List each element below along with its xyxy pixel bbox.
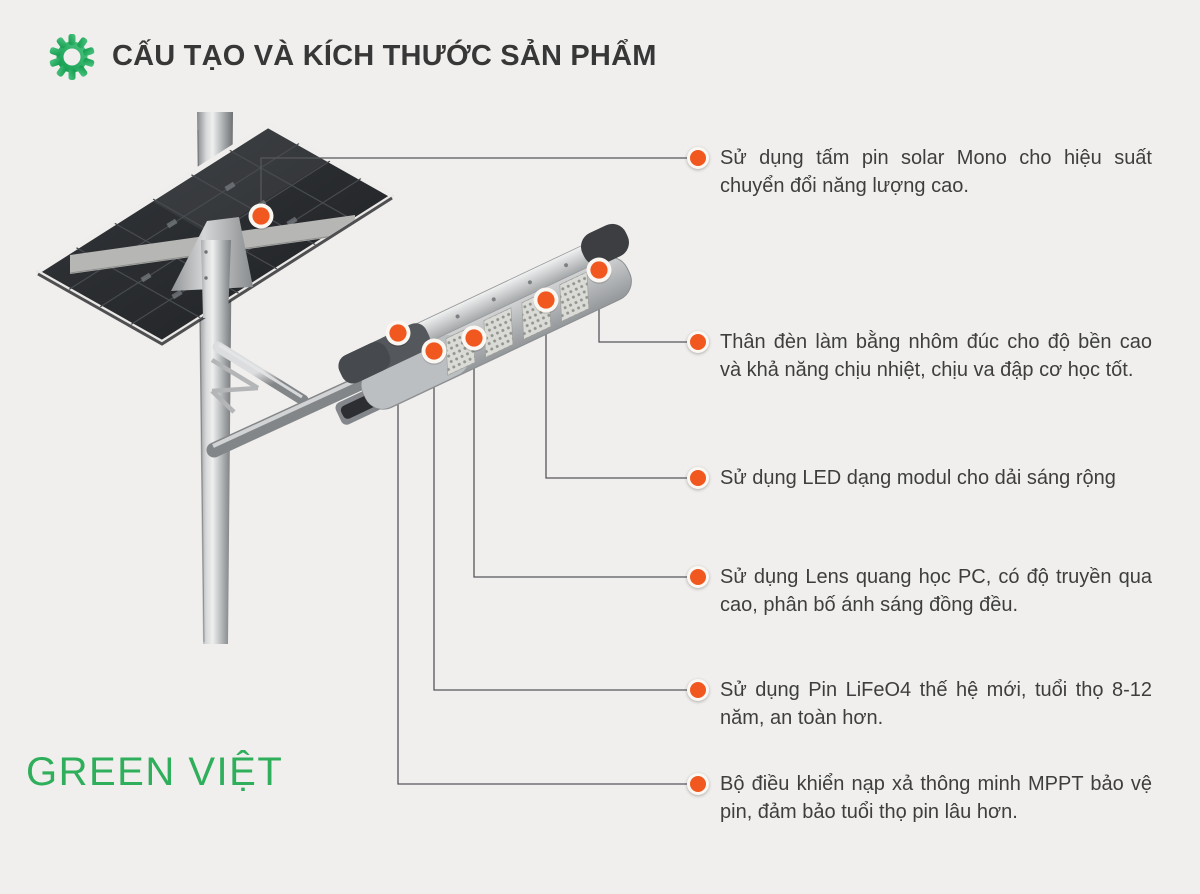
callout-controller: Bộ điều khiển nạp xả thông minh MPPT bảo…: [687, 770, 1157, 826]
callout-lens: Sử dụng Lens quang học PC, có độ truyền …: [687, 563, 1157, 619]
callout-marker-5: [421, 338, 447, 365]
callout-marker-6: [385, 320, 411, 347]
callout-battery: Sử dụng Pin LiFeO4 thế hệ mới, tuổi thọ …: [687, 676, 1157, 732]
callout-solar-panel: Sử dụng tấm pin solar Mono cho hiệu suất…: [687, 144, 1157, 200]
callout-text: Sử dụng tấm pin solar Mono cho hiệu suất…: [720, 147, 1152, 197]
product-callout-markers: [248, 203, 612, 365]
callout-marker-3: [533, 287, 559, 314]
orange-dot-icon: [687, 467, 709, 489]
page-title: CẤU TẠO VÀ KÍCH THƯỚC SẢN PHẨM: [112, 39, 657, 72]
callout-led-module: Sử dụng LED dạng modul cho dải sáng rộng: [687, 464, 1157, 492]
orange-dot-icon: [687, 773, 709, 795]
callout-text: Bộ điều khiển nạp xả thông minh MPPT bảo…: [720, 773, 1152, 823]
orange-dot-icon: [687, 331, 709, 353]
orange-dot-icon: [687, 566, 709, 588]
callout-text: Sử dụng Pin LiFeO4 thế hệ mới, tuổi thọ …: [720, 679, 1152, 729]
orange-dot-icon: [687, 679, 709, 701]
gear-icon: [49, 34, 95, 80]
callout-text: Sử dụng Lens quang học PC, có độ truyền …: [720, 566, 1152, 616]
callout-lamp-body: Thân đèn làm bằng nhôm đúc cho độ bền ca…: [687, 328, 1157, 384]
panel-mount-bracket: [171, 217, 253, 318]
callout-text: Sử dụng LED dạng modul cho dải sáng rộng: [720, 467, 1116, 489]
callout-marker-2: [586, 257, 612, 284]
orange-dot-icon: [687, 147, 709, 169]
callout-text: Thân đèn làm bằng nhôm đúc cho độ bền ca…: [720, 331, 1152, 381]
brand-logo: GREEN VIỆT: [26, 750, 284, 794]
callout-marker-1: [248, 203, 274, 230]
header: CẤU TẠO VÀ KÍCH THƯỚC SẢN PHẨM: [46, 30, 657, 82]
callout-marker-4: [461, 325, 487, 352]
lamp-head: [335, 223, 632, 425]
